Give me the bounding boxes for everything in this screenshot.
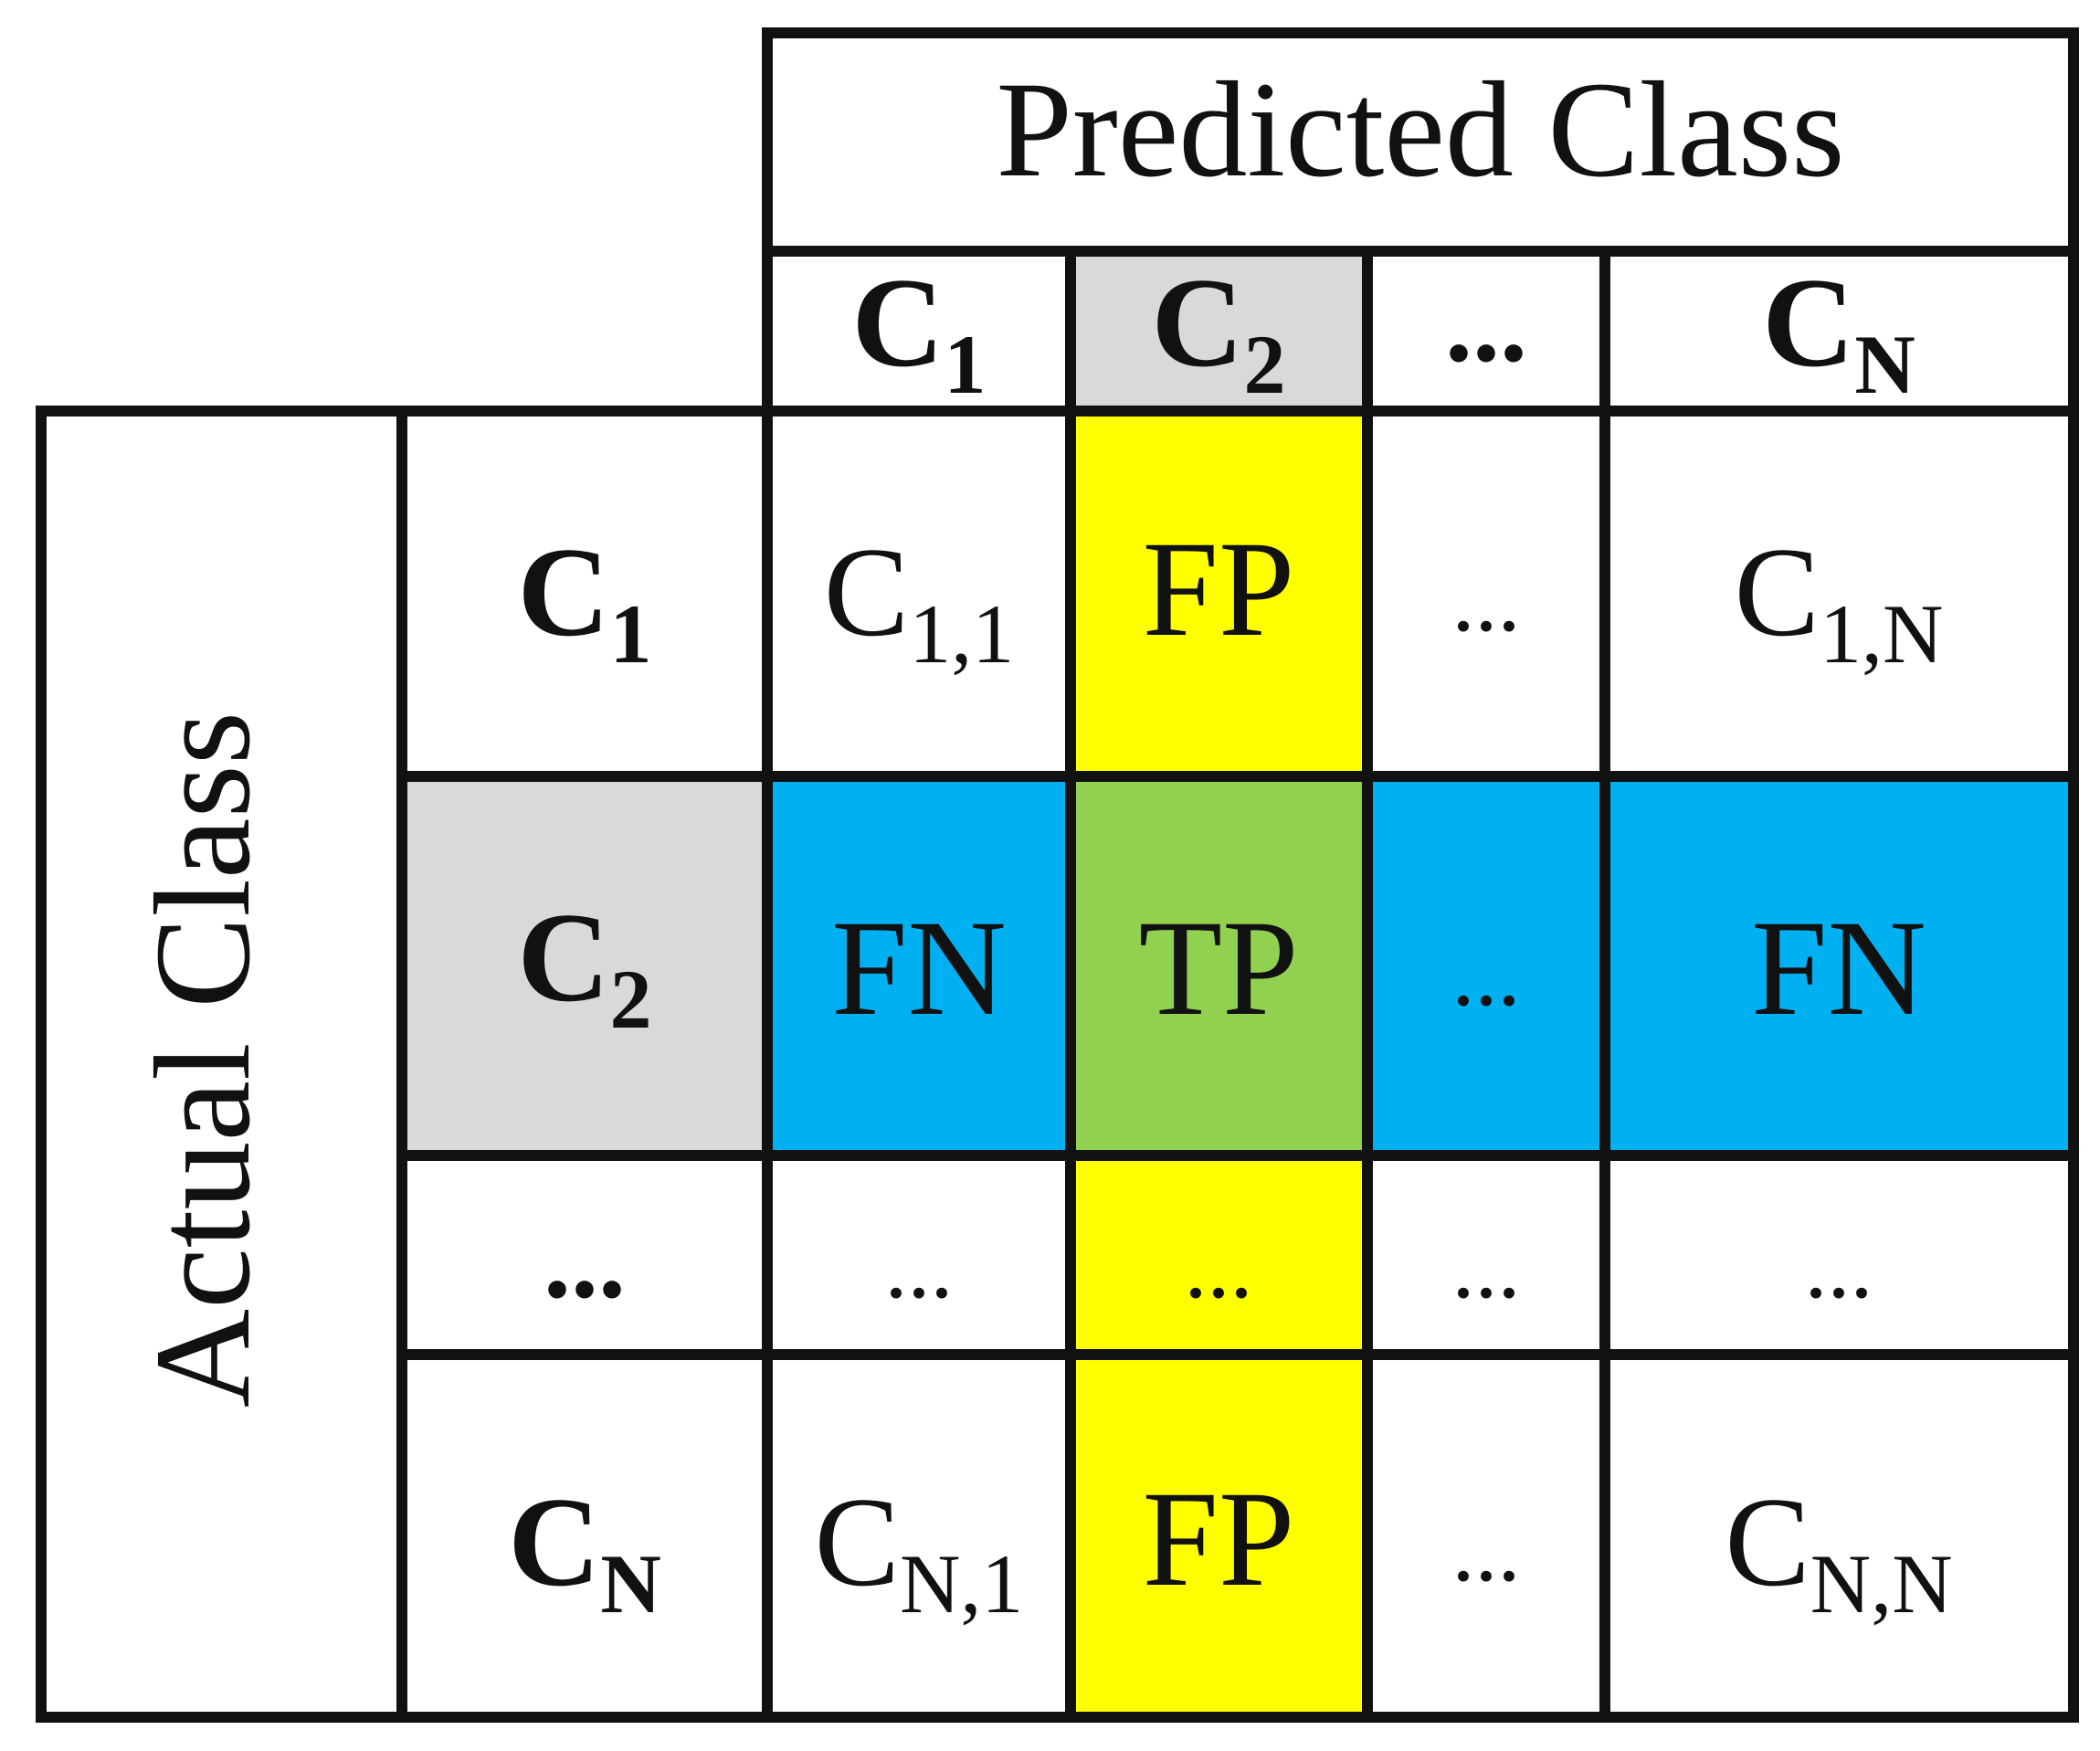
cell-cn-n: CN,N [1725, 1471, 1952, 1630]
cell-false-negative-right: FN [1751, 892, 1926, 1044]
cell-ellipsis-r4: ... [1452, 1499, 1521, 1600]
column-header-c2: C2 [1151, 252, 1285, 411]
cell-ellipsis-r1: ... [1452, 549, 1521, 650]
column-header-ellipsis: ... [1445, 263, 1527, 385]
row-header-cn: CN [508, 1471, 661, 1630]
matrix-outer-box [36, 406, 2079, 1723]
cell-c1-1: C1,1 [824, 522, 1014, 680]
cell-c1-n: C1,N [1735, 522, 1944, 680]
fn-row-fill-right [1367, 776, 2074, 1155]
row-header-c2: C2 [517, 887, 651, 1046]
col-header-c2-fill [1071, 251, 1367, 411]
predicted-header-box [762, 27, 2079, 257]
cell-ellipsis-r3-c4: ... [1805, 1216, 1873, 1317]
matrix-row-3: ... ... ... ... [885, 1216, 1873, 1317]
cell-ellipsis-r2: ... [1452, 923, 1521, 1025]
cell-ellipsis-r3-c1: ... [885, 1216, 954, 1317]
row-header-c1: C1 [517, 522, 651, 680]
matrix-row-1: C1,1 FP ... C1,N [824, 513, 1944, 680]
cell-true-positive: TP [1138, 892, 1298, 1044]
matrix-row-2: FN TP ... FN [831, 892, 1926, 1044]
column-header-cn: CN [1762, 252, 1915, 411]
row-header-c2-fill [402, 776, 767, 1155]
grid-lines [36, 27, 2079, 1723]
tp-cell-fill [1071, 776, 1367, 1155]
cell-ellipsis-r3-c3: ... [1452, 1216, 1521, 1317]
row-headers: C1 C2 ... CN [508, 522, 661, 1630]
column-header-c1: C1 [851, 252, 986, 411]
matrix-row-4: CN,1 FP ... CN,N [815, 1463, 1953, 1630]
cell-fills [402, 251, 2074, 1717]
cell-false-negative-left: FN [831, 892, 1007, 1044]
row-header-ellipsis: ... [543, 1199, 626, 1321]
cell-false-positive-bottom: FP [1143, 1463, 1295, 1615]
column-headers: C1 C2 ... CN [851, 252, 1915, 411]
cell-ellipsis-r3-c2: ... [1185, 1216, 1253, 1317]
predicted-class-title: Predicted Class [996, 54, 1844, 206]
actual-class-title: Actual Class [127, 712, 279, 1408]
fn-row-fill-left [767, 776, 1071, 1155]
cell-false-positive-top: FP [1143, 513, 1295, 665]
cell-cn-1: CN,1 [815, 1471, 1024, 1630]
